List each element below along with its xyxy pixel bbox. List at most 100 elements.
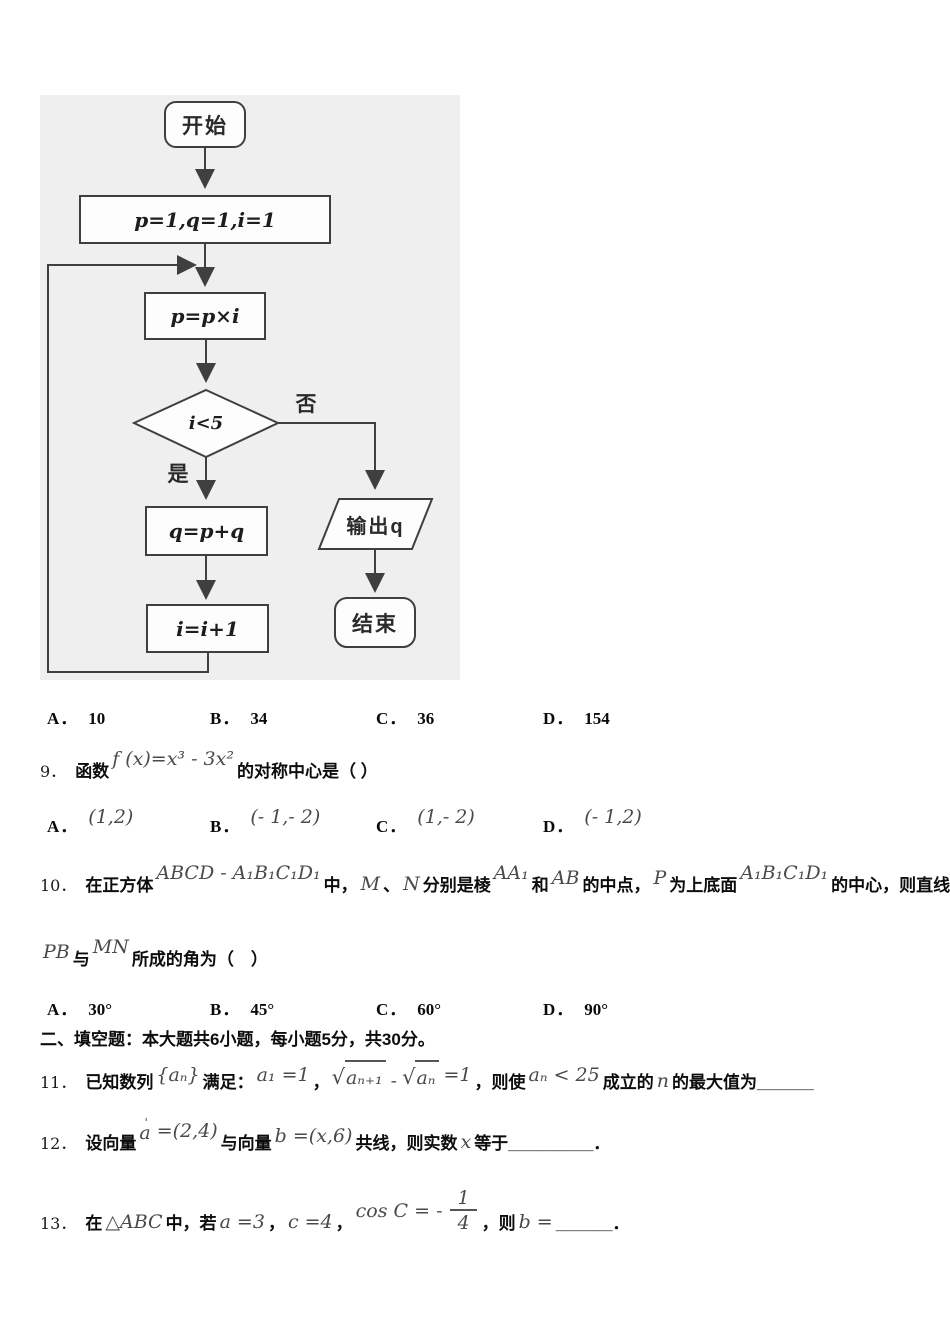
arrow-no-branch xyxy=(278,422,385,490)
decision-node xyxy=(131,388,281,459)
segment-cn: ， xyxy=(312,1073,330,1092)
segment-cn: 在 xyxy=(85,1214,103,1233)
option-value: 34 xyxy=(250,709,268,728)
option-c: C．36 xyxy=(376,704,434,729)
segment-cn: ，则 xyxy=(481,1214,516,1233)
segment-cn: ，则使 xyxy=(474,1073,526,1092)
segment-sqrt: √aₙ xyxy=(402,1060,439,1093)
start-label: 开始 xyxy=(182,114,228,138)
segment-cn: 与 xyxy=(72,950,90,969)
init-label: p=1,q=1,i=1 xyxy=(134,207,276,232)
option-a: A．30° xyxy=(47,995,112,1020)
segment-cn: 成立的 xyxy=(602,1073,654,1092)
segment-mathb: n xyxy=(656,1070,669,1092)
init-node xyxy=(79,195,331,244)
yes-label: 是 xyxy=(167,463,191,486)
segment-math: a₁ =1 xyxy=(256,1064,310,1086)
segment-cn: 在正方体 xyxy=(85,876,154,895)
segment-sqrt: √aₙ₊₁ xyxy=(332,1060,386,1093)
segment-math: P xyxy=(653,867,667,889)
segment-cn: 、 xyxy=(383,876,401,895)
end-node xyxy=(334,597,416,648)
question-10-options: A．30° B． 45° C． 60° D．90° xyxy=(0,995,950,1031)
inc-node xyxy=(146,604,269,653)
decision-label: i<5 xyxy=(188,412,224,434)
segment-cn: ， xyxy=(267,1214,285,1233)
question-9-options: A．(1,2) B． (- 1,- 2) C． (1,- 2) D．(- 1,2) xyxy=(0,806,950,842)
option-a: A． 10 xyxy=(47,704,105,729)
step-node xyxy=(144,292,266,340)
segment-cn: 中， xyxy=(323,876,358,895)
option-letter: A． xyxy=(47,709,79,728)
segment-math2: MN xyxy=(92,936,129,958)
segment-math2: AA₁ xyxy=(493,862,529,884)
segment-math2: =(2,4) xyxy=(156,1120,218,1142)
segment-mathb: △ABC xyxy=(105,1211,163,1233)
option-value: 45° xyxy=(250,1000,275,1019)
segment-cn: 的最大值为______ xyxy=(672,1073,814,1092)
option-value: 10 xyxy=(88,709,106,728)
option-b: B． 45° xyxy=(210,995,274,1020)
option-letter: B． xyxy=(210,709,241,728)
section-2-header: 二、填空题：本大题共6小题，每小题5分，共30分。 xyxy=(40,1025,435,1056)
question-9: 9．函数f (x)=x³ - 3x²的对称中心是（ ） xyxy=(40,744,378,788)
option-letter: D． xyxy=(543,709,575,728)
option-value: (- 1,- 2) xyxy=(250,806,321,828)
question-9-body: 函数f (x)=x³ - 3x²的对称中心是（ ） xyxy=(75,748,378,781)
segment-cn: 满足： xyxy=(202,1073,254,1092)
segment-mathb: c =4 xyxy=(287,1211,333,1233)
segment-mathb: x xyxy=(460,1131,472,1153)
option-a: A．(1,2) xyxy=(47,806,133,837)
segment-cn: 函数 xyxy=(75,762,110,781)
segment-cn: 的中点， xyxy=(582,876,651,895)
segment-mathb: M xyxy=(360,873,381,895)
no-label: 否 xyxy=(295,393,319,416)
option-c: C． 60° xyxy=(376,995,441,1020)
section-header-text: 二、填空题：本大题共6小题，每小题5分，共30分。 xyxy=(40,1030,435,1049)
segment-cn: 共线，则实数 xyxy=(355,1134,458,1153)
option-letter: B． xyxy=(210,1000,241,1019)
segment-cn: 所成的角为（ ） xyxy=(131,950,268,969)
option-letter: C． xyxy=(376,1000,408,1019)
segment-math: b =(x,6) xyxy=(274,1125,353,1147)
segment-math: AB xyxy=(551,867,580,889)
option-value: 60° xyxy=(417,1000,442,1019)
flowchart: 开始 p=1,q=1,i=1 p=p×i i<5 是 否 q=p+q i=i+1… xyxy=(40,95,460,680)
option-value: (1,2) xyxy=(88,806,134,828)
option-value: (1,- 2) xyxy=(417,806,475,828)
option-c: C． (1,- 2) xyxy=(376,806,475,837)
question-number: 12． xyxy=(40,1134,77,1153)
flowchart-shapes xyxy=(47,101,434,673)
option-letter: C． xyxy=(376,709,408,728)
segment-math: {aₙ} xyxy=(156,1064,200,1086)
segment-mathb: N xyxy=(403,873,420,895)
question-8-options: A．10 B．34 C．36 D．154 xyxy=(0,704,950,740)
segment-cn: 等于_________． xyxy=(474,1134,611,1153)
segment-cn: 与向量 xyxy=(220,1134,272,1153)
step-label: p=p×i xyxy=(170,304,240,328)
segment-cn: 的中心，则直线 xyxy=(831,876,950,895)
option-d: D．90° xyxy=(543,995,608,1020)
option-d: D．(- 1,2) xyxy=(543,806,642,837)
question-number: 13． xyxy=(40,1214,77,1233)
segment-cn: ______． xyxy=(555,1214,630,1233)
option-letter: B． xyxy=(210,817,241,836)
segment-mathb: - xyxy=(390,1070,398,1092)
segment-math: =1 xyxy=(443,1064,472,1086)
option-letter: C． xyxy=(376,817,408,836)
segment-math2: A₁B₁C₁D₁ xyxy=(740,862,829,884)
loop-back-line xyxy=(47,255,209,673)
segment-math2: cos C = - xyxy=(355,1200,443,1222)
